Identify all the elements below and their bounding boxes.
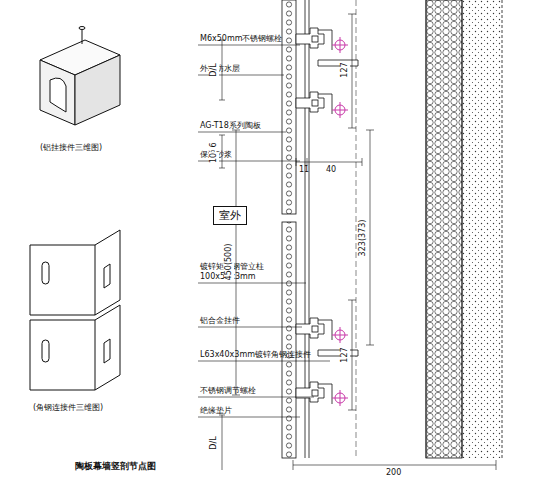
part-label: 不锈钢调节螺栓 <box>200 386 256 396</box>
dimension-text: 10 <box>209 152 219 164</box>
part-label: 铝合金挂件 <box>200 316 240 326</box>
part-label: 镀锌矩形钢管立柱 100x50x3mm <box>200 262 272 282</box>
part-label: 40 <box>326 165 336 175</box>
dimension-text: 450(500) <box>224 243 234 282</box>
part-label: (角钢连接件三维图) <box>33 403 103 413</box>
dimension-text: D/L <box>209 62 219 77</box>
part-label: 11 <box>299 165 309 175</box>
part-label: AG-T18系列陶板 <box>200 121 261 131</box>
part-label: 200 <box>386 468 401 478</box>
part-label: (铝挂接件三维图) <box>40 143 102 153</box>
part-label: 外墙防水层 <box>200 64 240 74</box>
dimension-text: 127 <box>340 346 350 363</box>
area-box: 室外 <box>213 206 247 225</box>
dimension-text: D/L <box>209 435 219 450</box>
drawing-caption: 陶板幕墙竖剖节点图 <box>75 460 156 473</box>
part-label: M6x50mm不锈钢螺栓 <box>200 34 283 44</box>
dimension-text: 323(373) <box>358 219 368 258</box>
part-label: L63x40x3mm镀锌角钢连接件 <box>200 350 311 360</box>
dimension-text: 127 <box>340 61 350 78</box>
part-label: 绝缘垫片 <box>200 406 232 416</box>
area-label: 室外 <box>219 209 241 222</box>
dimension-text: 6 <box>209 141 219 148</box>
